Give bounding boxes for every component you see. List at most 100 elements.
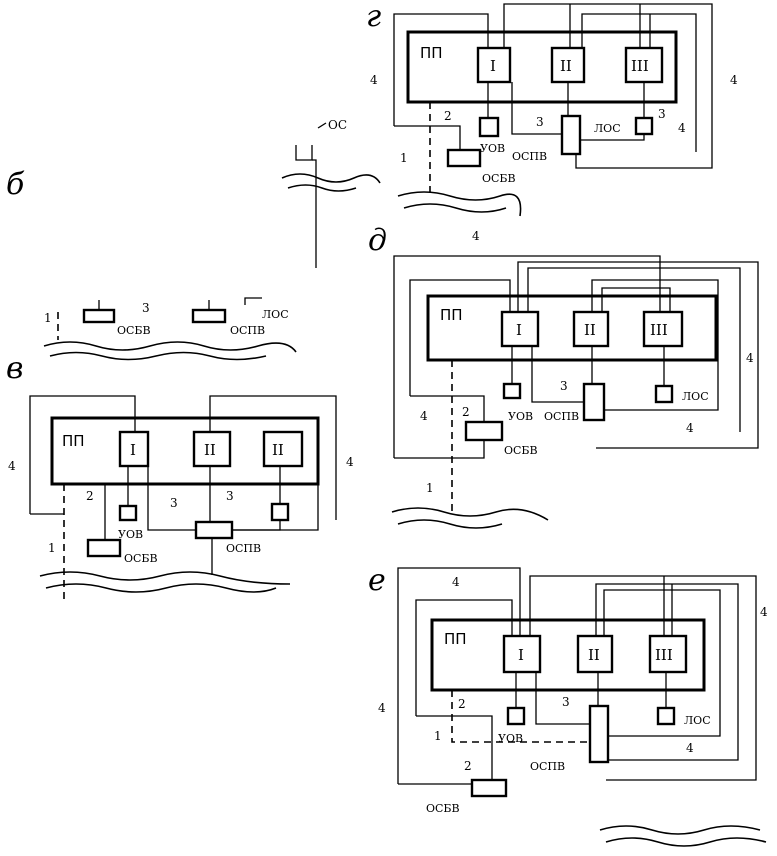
svg-text:4: 4 bbox=[452, 575, 460, 589]
svg-text:II: II bbox=[272, 441, 284, 459]
svg-text:1: 1 bbox=[44, 311, 52, 325]
svg-text:4: 4 bbox=[370, 73, 378, 87]
svg-text:2: 2 bbox=[86, 489, 94, 503]
svg-text:3: 3 bbox=[560, 379, 568, 393]
panel-g: г ПП I II III 4 4 4 УОВ ЛОС ОСПВ ОСБВ bbox=[366, 0, 738, 217]
ospv-label: ОСПВ bbox=[226, 542, 261, 555]
panel-label-g: г bbox=[366, 0, 381, 34]
shop-2 bbox=[192, 430, 232, 468]
panel-label-e: е bbox=[368, 563, 386, 598]
outlet-structure bbox=[295, 145, 313, 161]
svg-text:4: 4 bbox=[760, 605, 768, 619]
osbv-box bbox=[470, 778, 508, 798]
ospv-label: ОСПВ bbox=[230, 324, 265, 337]
panel-label-b: б bbox=[6, 167, 25, 202]
ospv-label: ОСПВ bbox=[512, 150, 547, 163]
osbv-label: ОСБВ bbox=[124, 552, 158, 565]
uov-label: УОВ bbox=[118, 528, 143, 541]
svg-text:3: 3 bbox=[536, 115, 544, 129]
svg-text:4: 4 bbox=[686, 741, 694, 755]
svg-text:4: 4 bbox=[678, 121, 686, 135]
shop-3 bbox=[648, 634, 688, 674]
uov-box bbox=[478, 116, 500, 138]
los-label: ЛОС bbox=[594, 122, 621, 135]
osbv-box bbox=[446, 148, 482, 168]
svg-text:2: 2 bbox=[458, 697, 466, 711]
river-wave bbox=[281, 173, 381, 184]
svg-text:I: I bbox=[490, 57, 496, 75]
svg-text:3: 3 bbox=[226, 489, 234, 503]
svg-text:II: II bbox=[584, 321, 596, 339]
svg-text:2: 2 bbox=[464, 759, 472, 773]
ospv-label: ОСПВ bbox=[544, 410, 579, 423]
svg-text:2: 2 bbox=[462, 405, 470, 419]
svg-text:I: I bbox=[518, 646, 524, 664]
osbv-box bbox=[86, 538, 122, 558]
svg-text:1: 1 bbox=[400, 151, 408, 165]
plant-label: ПП bbox=[62, 432, 85, 450]
panel-v: в ПП I II II 4 4 2 3 3 УОВ ОСБВ ОСПВ 1 bbox=[6, 351, 354, 600]
osbv-box bbox=[464, 420, 504, 442]
svg-text:3: 3 bbox=[562, 695, 570, 709]
shop-1 bbox=[118, 430, 150, 468]
svg-text:2: 2 bbox=[444, 109, 452, 123]
os-label: ОС bbox=[328, 118, 347, 132]
uov-label: УОВ bbox=[508, 410, 533, 423]
svg-text:1: 1 bbox=[426, 481, 434, 495]
svg-text:II: II bbox=[588, 646, 600, 664]
plant-label: ПП bbox=[444, 630, 467, 648]
svg-text:4: 4 bbox=[730, 73, 738, 87]
svg-text:3: 3 bbox=[658, 107, 666, 121]
svg-text:I: I bbox=[516, 321, 522, 339]
los-box bbox=[634, 116, 654, 136]
svg-text:4: 4 bbox=[686, 421, 694, 435]
plant-label: ПП bbox=[440, 306, 463, 324]
osbv-label: ОСБВ bbox=[504, 444, 538, 457]
ospv-box bbox=[191, 308, 227, 324]
uov-box bbox=[502, 382, 522, 400]
shop-1 bbox=[502, 634, 542, 674]
svg-text:I: I bbox=[130, 441, 136, 459]
shop-1 bbox=[500, 310, 540, 348]
uov-label: УОВ bbox=[480, 142, 505, 155]
plant-frame bbox=[406, 30, 678, 104]
svg-text:1: 1 bbox=[48, 541, 56, 555]
plant-frame bbox=[430, 618, 706, 692]
ospv-box bbox=[588, 704, 610, 764]
svg-text:3: 3 bbox=[170, 496, 178, 510]
shop-1 bbox=[476, 46, 512, 84]
svg-text:4: 4 bbox=[378, 701, 386, 715]
plant-frame bbox=[50, 416, 320, 486]
uov-box bbox=[118, 504, 138, 522]
ospv-box bbox=[194, 520, 234, 540]
shop-2 bbox=[572, 310, 610, 348]
panel-b: б ОС 1 ОСБВ 3 ОСПВ ЛОС bbox=[6, 118, 381, 361]
svg-text:4: 4 bbox=[420, 409, 428, 423]
svg-text:4: 4 bbox=[746, 351, 754, 365]
los-box bbox=[270, 502, 290, 522]
svg-text:III: III bbox=[631, 57, 649, 75]
ospv-box bbox=[582, 382, 606, 422]
ospv-box bbox=[560, 114, 582, 156]
svg-text:III: III bbox=[650, 321, 668, 339]
shop-3 bbox=[642, 310, 684, 348]
svg-text:4: 4 bbox=[346, 455, 354, 469]
svg-text:3: 3 bbox=[142, 301, 150, 315]
los-box bbox=[654, 384, 674, 404]
plant-label: ПП bbox=[420, 44, 443, 62]
los-label: ЛОС bbox=[262, 308, 289, 321]
svg-text:II: II bbox=[560, 57, 572, 75]
shop-3 bbox=[262, 430, 304, 468]
svg-text:4: 4 bbox=[8, 459, 16, 473]
los-box bbox=[656, 706, 676, 726]
osbv-box bbox=[82, 308, 116, 324]
panel-e: е ПП I II III 4 4 4 4 УОВ ОСПВ ЛОС bbox=[368, 563, 768, 847]
shop-2 bbox=[576, 634, 614, 674]
panel-label-d: д bbox=[368, 223, 387, 258]
ospv-label: ОСПВ bbox=[530, 760, 565, 773]
los-label: ЛОС bbox=[684, 714, 711, 727]
plant-frame bbox=[426, 294, 718, 362]
svg-text:1: 1 bbox=[434, 729, 442, 743]
osbv-label: ОСБВ bbox=[482, 172, 516, 185]
